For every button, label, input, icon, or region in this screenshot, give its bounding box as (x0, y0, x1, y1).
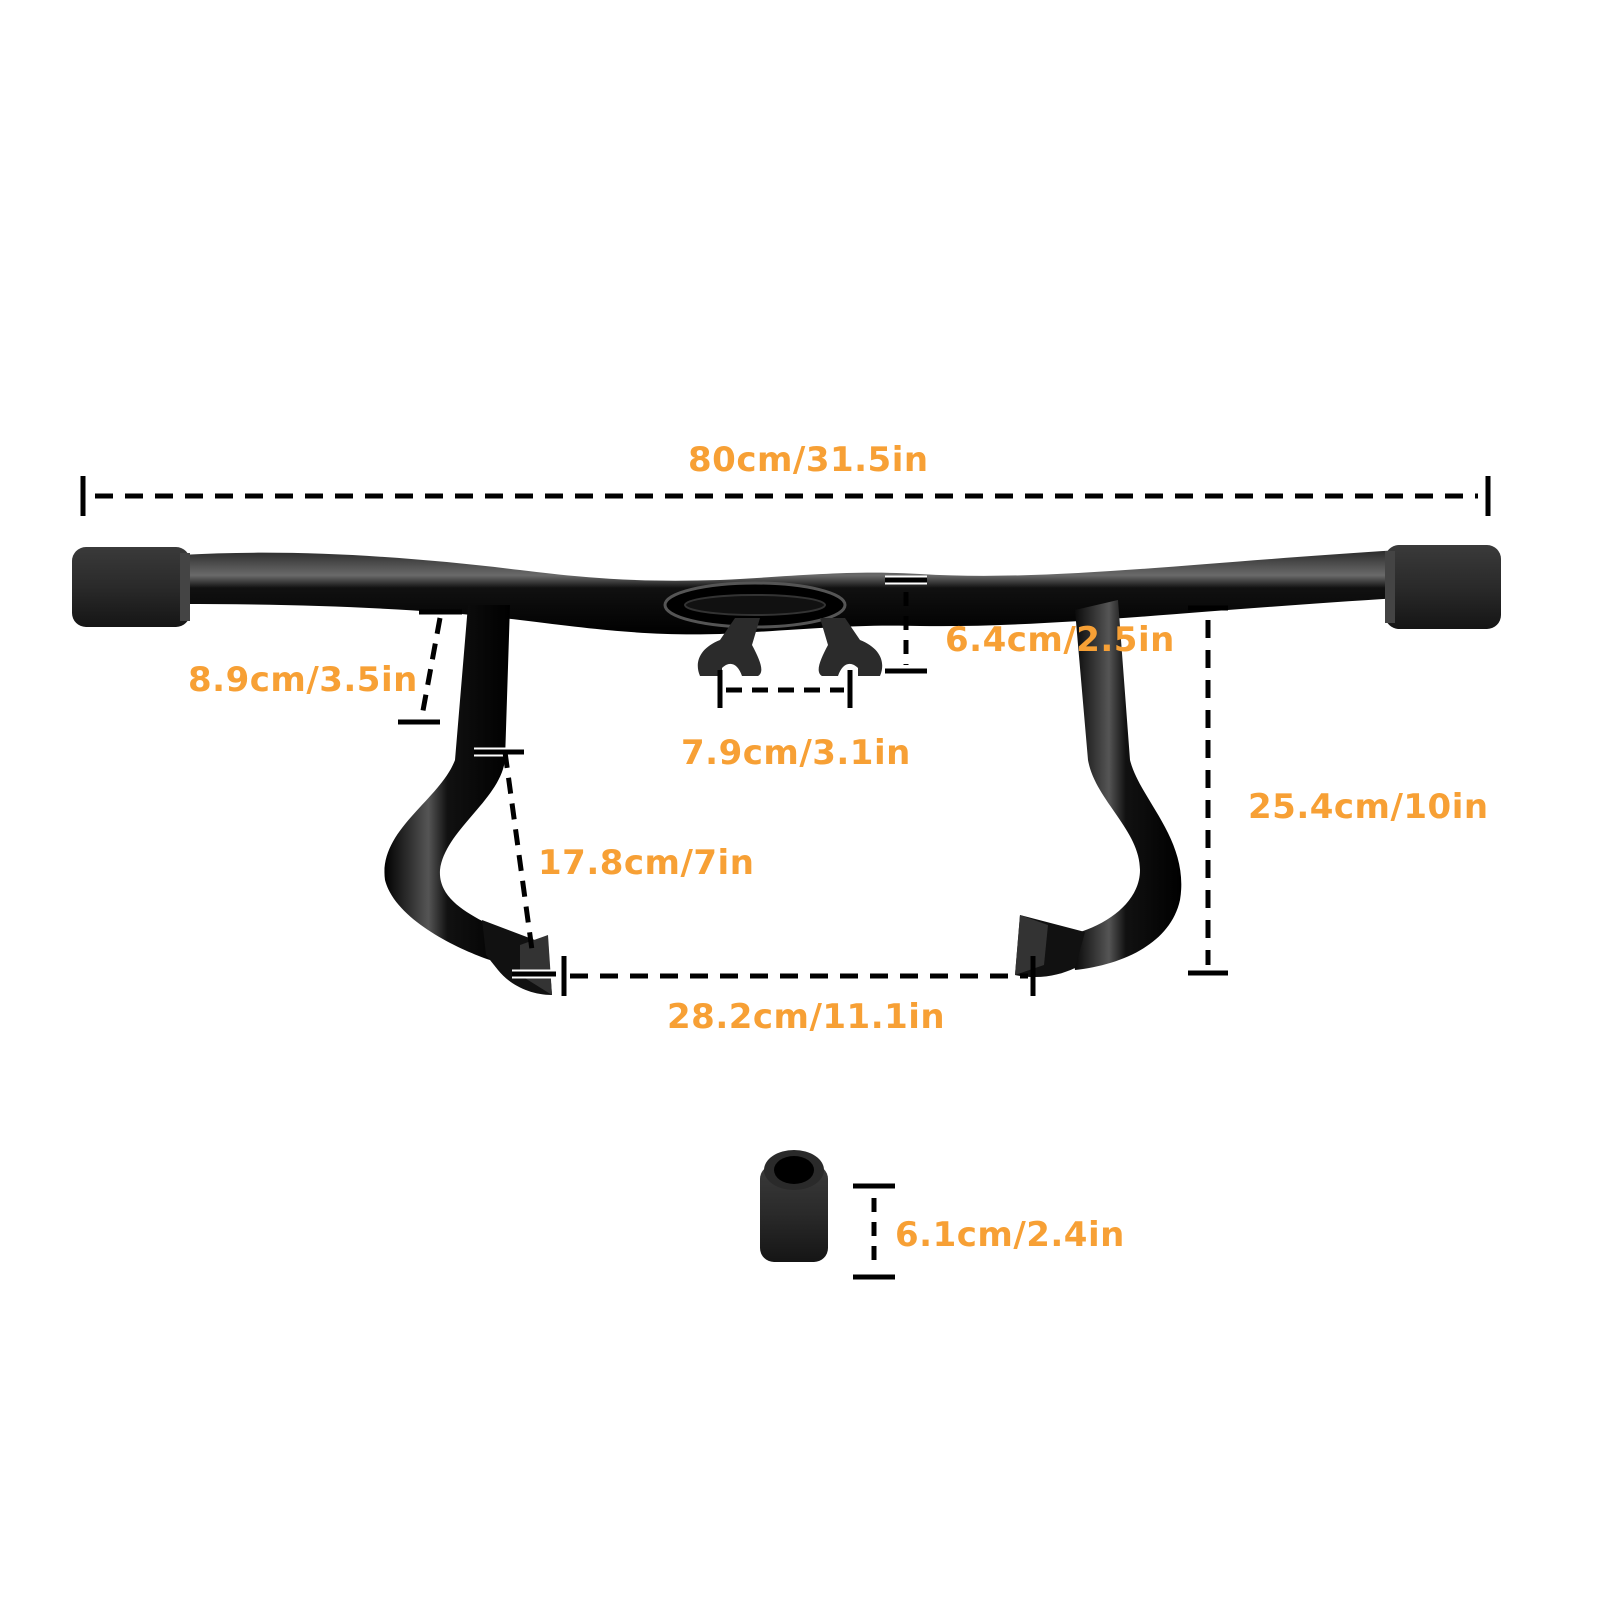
right-end-cap (1385, 545, 1501, 629)
dimension-lines (80, 476, 1491, 1280)
mount-tab-spacing-label: 7.9cm/3.1in (681, 733, 911, 773)
sleeve-height-label: 6.1cm/2.4in (895, 1215, 1125, 1255)
left-end-cap (72, 547, 190, 627)
crossbar (180, 550, 1400, 635)
left-upright-height-label: 8.9cm/3.5in (188, 660, 418, 700)
spare-sleeve (760, 1150, 828, 1262)
lower-leg-length-label: 17.8cm/7in (538, 843, 755, 883)
mount-tab-height-label: 6.4cm/2.5in (945, 620, 1175, 660)
overall-height-label: 25.4cm/10in (1248, 787, 1489, 827)
foot-spacing-label: 28.2cm/11.1in (667, 997, 946, 1037)
overall-width-label: 80cm/31.5in (688, 440, 929, 480)
right-leg (1015, 600, 1182, 978)
mount-tabs (697, 618, 883, 676)
